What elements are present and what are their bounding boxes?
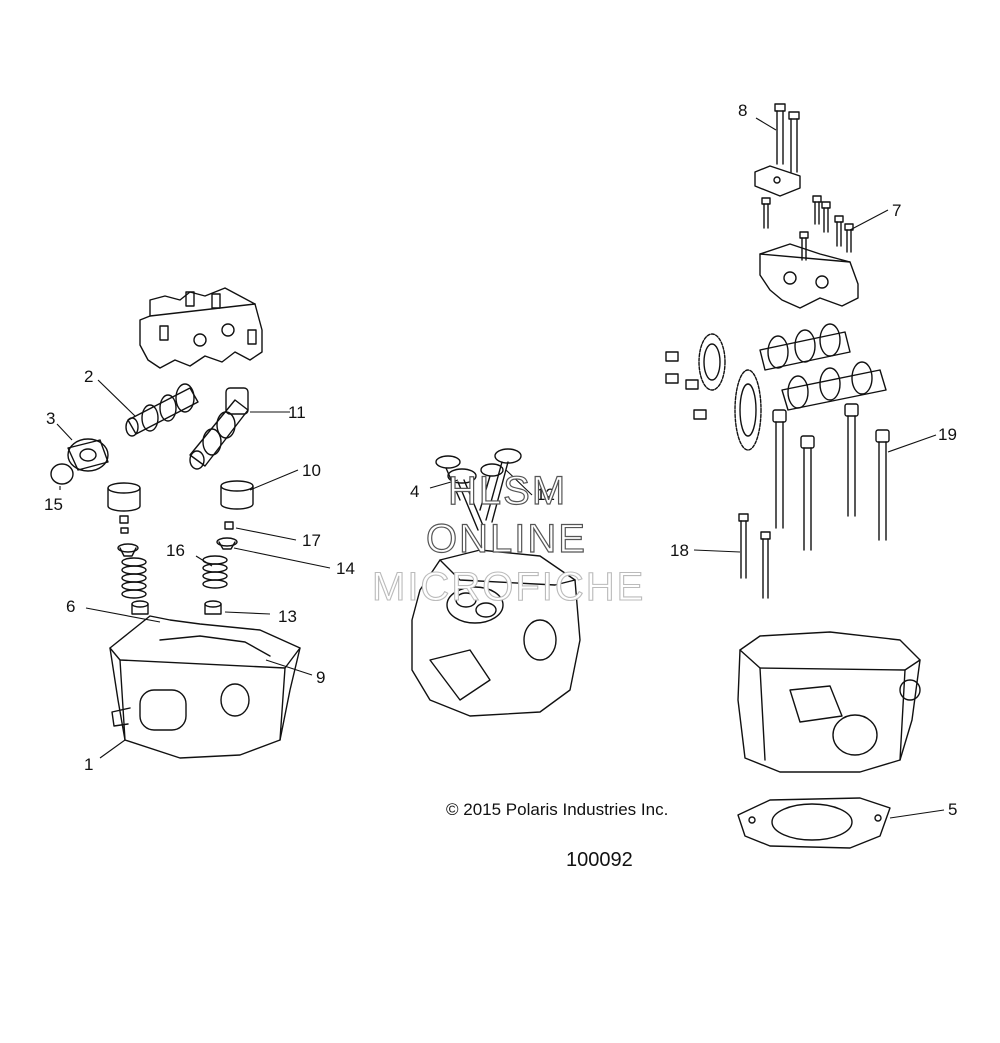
watermark-line-1: HLSM xyxy=(448,469,567,513)
callout-1: 1 xyxy=(84,755,93,774)
callout-6: 6 xyxy=(66,597,75,616)
valve-tappet-right xyxy=(220,480,254,510)
valve-intake-2 xyxy=(435,455,461,501)
head-gasket xyxy=(737,797,891,849)
cam-chain-guide-bracket xyxy=(754,165,801,197)
callout-17: 17 xyxy=(302,531,321,550)
camshaft-exhaust xyxy=(125,383,199,437)
callout-2: 2 xyxy=(84,367,93,386)
valve-stem-seal-right xyxy=(204,600,222,615)
callout-3: 3 xyxy=(46,409,55,428)
figure-number: 100092 xyxy=(566,849,633,871)
valve-stem-seal-left xyxy=(131,600,149,615)
camshaft-intake xyxy=(189,387,249,470)
head-bolt-set xyxy=(772,403,890,551)
decompressor-assembly xyxy=(67,438,109,472)
copyright-notice: © 2015 Polaris Industries Inc. xyxy=(446,800,668,819)
watermark-line-3: MICROFICHE xyxy=(372,565,645,609)
valve-keeper-right xyxy=(224,521,234,530)
callout-13: 13 xyxy=(278,607,297,626)
cylinder-head-right xyxy=(737,631,921,773)
callout-18: 18 xyxy=(670,541,689,560)
watermark: HLSM ONLINE MICROFICHE xyxy=(371,468,645,609)
spring-retainer-left xyxy=(117,543,139,557)
callout-16: 16 xyxy=(166,541,185,560)
cam-bearing-cap-left xyxy=(139,287,263,369)
cylinder-head-center xyxy=(411,549,581,717)
callout-5: 5 xyxy=(948,800,957,819)
valve-keeper-left xyxy=(119,515,129,534)
short-bolt-pair xyxy=(738,513,771,599)
long-bolt-pair xyxy=(774,103,800,173)
callout-8: 8 xyxy=(738,101,747,120)
camshaft-right-lower xyxy=(781,361,887,411)
valve-spring-left xyxy=(121,557,147,599)
callout-4: 4 xyxy=(410,482,419,501)
valve-exhaust-2 xyxy=(479,463,504,511)
valve-spring-right xyxy=(202,555,228,589)
callout-10: 10 xyxy=(302,461,321,480)
sprocket-bolts xyxy=(665,351,707,420)
snap-ring xyxy=(50,463,74,485)
cylinder-head-left xyxy=(109,615,301,759)
watermark-line-2: ONLINE xyxy=(426,517,587,561)
camshaft-right-upper xyxy=(759,323,851,371)
spring-retainer-right xyxy=(216,537,238,550)
callout-9: 9 xyxy=(316,668,325,687)
callout-19: 19 xyxy=(938,425,957,444)
cap-bolt-set xyxy=(761,195,854,261)
valve-intake xyxy=(447,468,485,531)
cam-bearing-cap-right xyxy=(759,243,859,309)
callout-12: 12 xyxy=(536,485,555,504)
cam-sprocket-upper xyxy=(698,333,726,391)
callout-11: 11 xyxy=(288,403,306,422)
callout-15: 15 xyxy=(44,495,63,514)
cam-sprocket-lower xyxy=(734,369,762,451)
valve-tappet-left xyxy=(107,482,141,512)
valve-exhaust xyxy=(485,448,522,523)
callout-14: 14 xyxy=(336,559,355,578)
callout-7: 7 xyxy=(892,201,901,220)
leader-lines xyxy=(56,117,945,819)
callout-labels: 1 2 3 4 5 6 7 8 9 10 11 12 13 14 15 16 1… xyxy=(44,101,957,819)
